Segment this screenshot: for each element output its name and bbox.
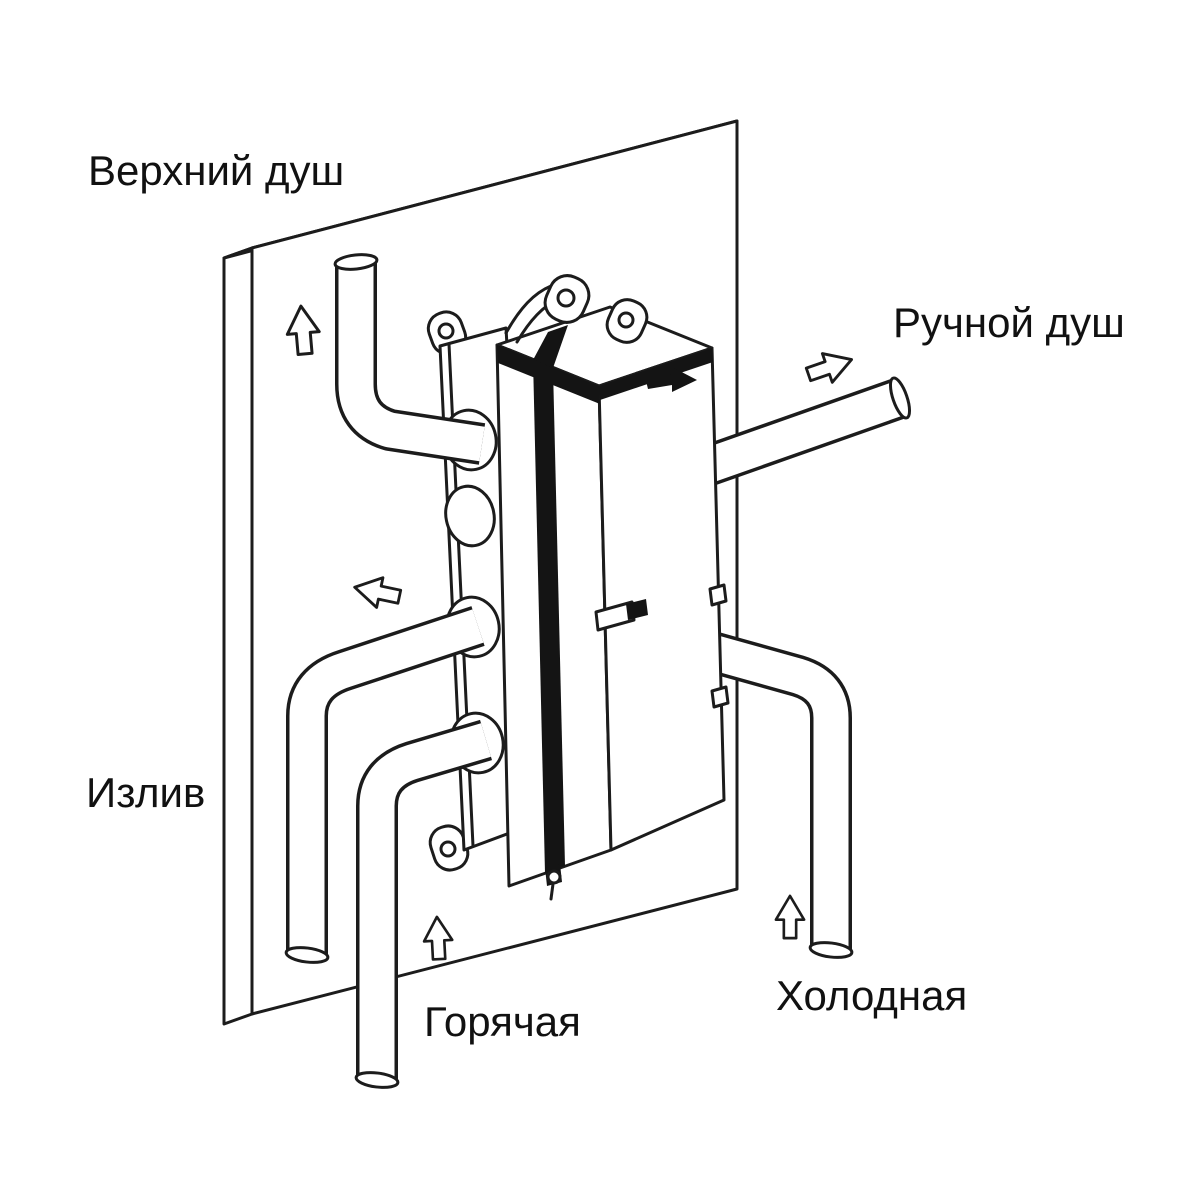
spout-pipe-cap (284, 946, 330, 964)
pipes (284, 253, 912, 1089)
port-empty (444, 484, 496, 548)
label-hot: Горячая (424, 998, 581, 1045)
plate-bottom-ear-hole-icon (439, 840, 457, 858)
hand-shower-flow-arrow-icon (802, 343, 858, 391)
labels: Верхний душ Ручной душ Излив Горячая Хол… (86, 147, 1125, 1045)
cold-supply-flow-arrow-icon (774, 894, 806, 940)
molded-arrow-icon (646, 367, 697, 392)
hot-supply-pipe (354, 719, 492, 1089)
valve-band-right (599, 348, 713, 400)
cold-supply-pipe (699, 629, 854, 959)
valve-right-face (597, 346, 726, 852)
label-cold: Холодная (776, 972, 967, 1019)
side-clip (594, 600, 636, 632)
top-shower-pipe-cap (333, 253, 379, 271)
bottom-screw-tail (549, 882, 555, 901)
plate-top-ear-hole-icon (437, 322, 455, 340)
valve-body (495, 274, 730, 901)
top-bracket-1-hole-icon (556, 288, 576, 308)
valve-strap-top (533, 325, 568, 368)
cold-supply-pipe-cap (808, 941, 854, 959)
bracket-arm-line-1 (504, 284, 553, 335)
top-shower-pipe (333, 253, 486, 465)
hand-shower-pipe (683, 376, 912, 492)
top-bracket-2-hole-icon (617, 311, 635, 329)
label-hand-shower: Ручной душ (893, 299, 1125, 346)
hot-supply-pipe-cap (354, 1071, 400, 1089)
panel-side-edge (222, 246, 254, 1026)
label-top-shower: Верхний душ (88, 147, 344, 194)
right-notch-upper (708, 583, 728, 607)
label-spout: Излив (86, 769, 205, 816)
spout-pipe (284, 606, 485, 964)
bottom-screw-icon (546, 869, 562, 885)
side-clip-latch (626, 599, 648, 620)
hand-shower-pipe-cap (888, 376, 912, 420)
valve-strap-vertical (533, 359, 565, 873)
right-notch-lower (710, 685, 730, 709)
